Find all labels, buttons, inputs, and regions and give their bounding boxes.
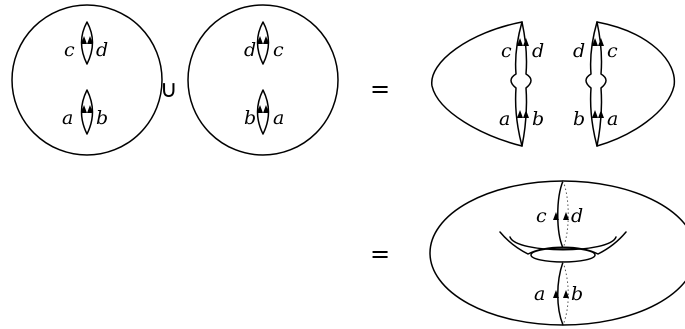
label-b: b bbox=[96, 107, 108, 129]
label-b: b bbox=[244, 107, 256, 129]
cut-surface-right: d c b a bbox=[573, 21, 676, 147]
label-c: c bbox=[607, 40, 618, 62]
cut-right-inner-edge-1 bbox=[585, 21, 598, 147]
label-c: c bbox=[501, 40, 512, 62]
label-d: d bbox=[244, 39, 256, 61]
arrow-icon bbox=[517, 110, 523, 118]
right-disk-slit-bottom bbox=[256, 89, 270, 135]
torus-hole-lower bbox=[499, 231, 627, 255]
torus-hole-upper bbox=[509, 236, 617, 251]
label-b: b bbox=[573, 108, 585, 130]
label-a: a bbox=[273, 107, 284, 129]
arrow-icon bbox=[81, 36, 87, 44]
arrow-icon bbox=[257, 105, 263, 113]
label-b: b bbox=[532, 108, 544, 130]
equals-sign-top: = bbox=[370, 75, 390, 103]
arrow-icon bbox=[553, 212, 559, 220]
arrow-icon bbox=[263, 36, 269, 44]
label-c: c bbox=[536, 205, 547, 227]
label-a: a bbox=[62, 107, 73, 129]
arrow-icon bbox=[87, 105, 93, 113]
label-d: d bbox=[532, 40, 544, 62]
arrow-icon bbox=[592, 38, 598, 46]
label-b: b bbox=[571, 283, 583, 305]
union-symbol: ∪ bbox=[160, 75, 178, 103]
label-a: a bbox=[534, 283, 545, 305]
label-d: d bbox=[571, 205, 583, 227]
arrow-icon bbox=[563, 212, 569, 220]
arrow-icon bbox=[263, 105, 269, 113]
arrow-icon bbox=[81, 105, 87, 113]
right-disk-slit-top bbox=[256, 21, 270, 65]
torus-meridian-upper bbox=[557, 180, 564, 249]
equals-sign-bottom: = bbox=[370, 240, 390, 268]
arrow-icon bbox=[563, 290, 569, 298]
label-c: c bbox=[64, 39, 75, 61]
label-a: a bbox=[499, 108, 510, 130]
label-d: d bbox=[96, 39, 108, 61]
arrow-icon bbox=[523, 110, 529, 118]
torus-meridian-back-lower bbox=[562, 261, 569, 326]
label-a: a bbox=[607, 108, 618, 130]
label-c: c bbox=[273, 39, 284, 61]
left-disk-slit-bottom bbox=[80, 89, 94, 135]
left-disk: c d a b bbox=[11, 4, 163, 156]
cut-right-outer-edge bbox=[596, 21, 676, 147]
label-d: d bbox=[573, 40, 585, 62]
arrow-icon bbox=[592, 110, 598, 118]
arrow-icon bbox=[87, 36, 93, 44]
arrow-icon bbox=[257, 36, 263, 44]
arrow-icon bbox=[598, 110, 604, 118]
cut-left-inner-edge-1 bbox=[510, 21, 523, 147]
left-disk-slit-top bbox=[80, 21, 94, 65]
arrow-icon bbox=[553, 290, 559, 298]
arrow-icon bbox=[598, 38, 604, 46]
cut-surface-left: c d a b bbox=[431, 21, 544, 147]
left-disk-boundary bbox=[11, 4, 163, 156]
right-disk-boundary bbox=[187, 4, 339, 156]
arrow-icon bbox=[517, 38, 523, 46]
cut-left-outer-edge bbox=[431, 21, 523, 147]
torus-meridian-lower bbox=[557, 261, 564, 326]
torus: c d a b bbox=[429, 180, 685, 326]
arrow-icon bbox=[523, 38, 529, 46]
right-disk: d c b a bbox=[187, 4, 339, 156]
